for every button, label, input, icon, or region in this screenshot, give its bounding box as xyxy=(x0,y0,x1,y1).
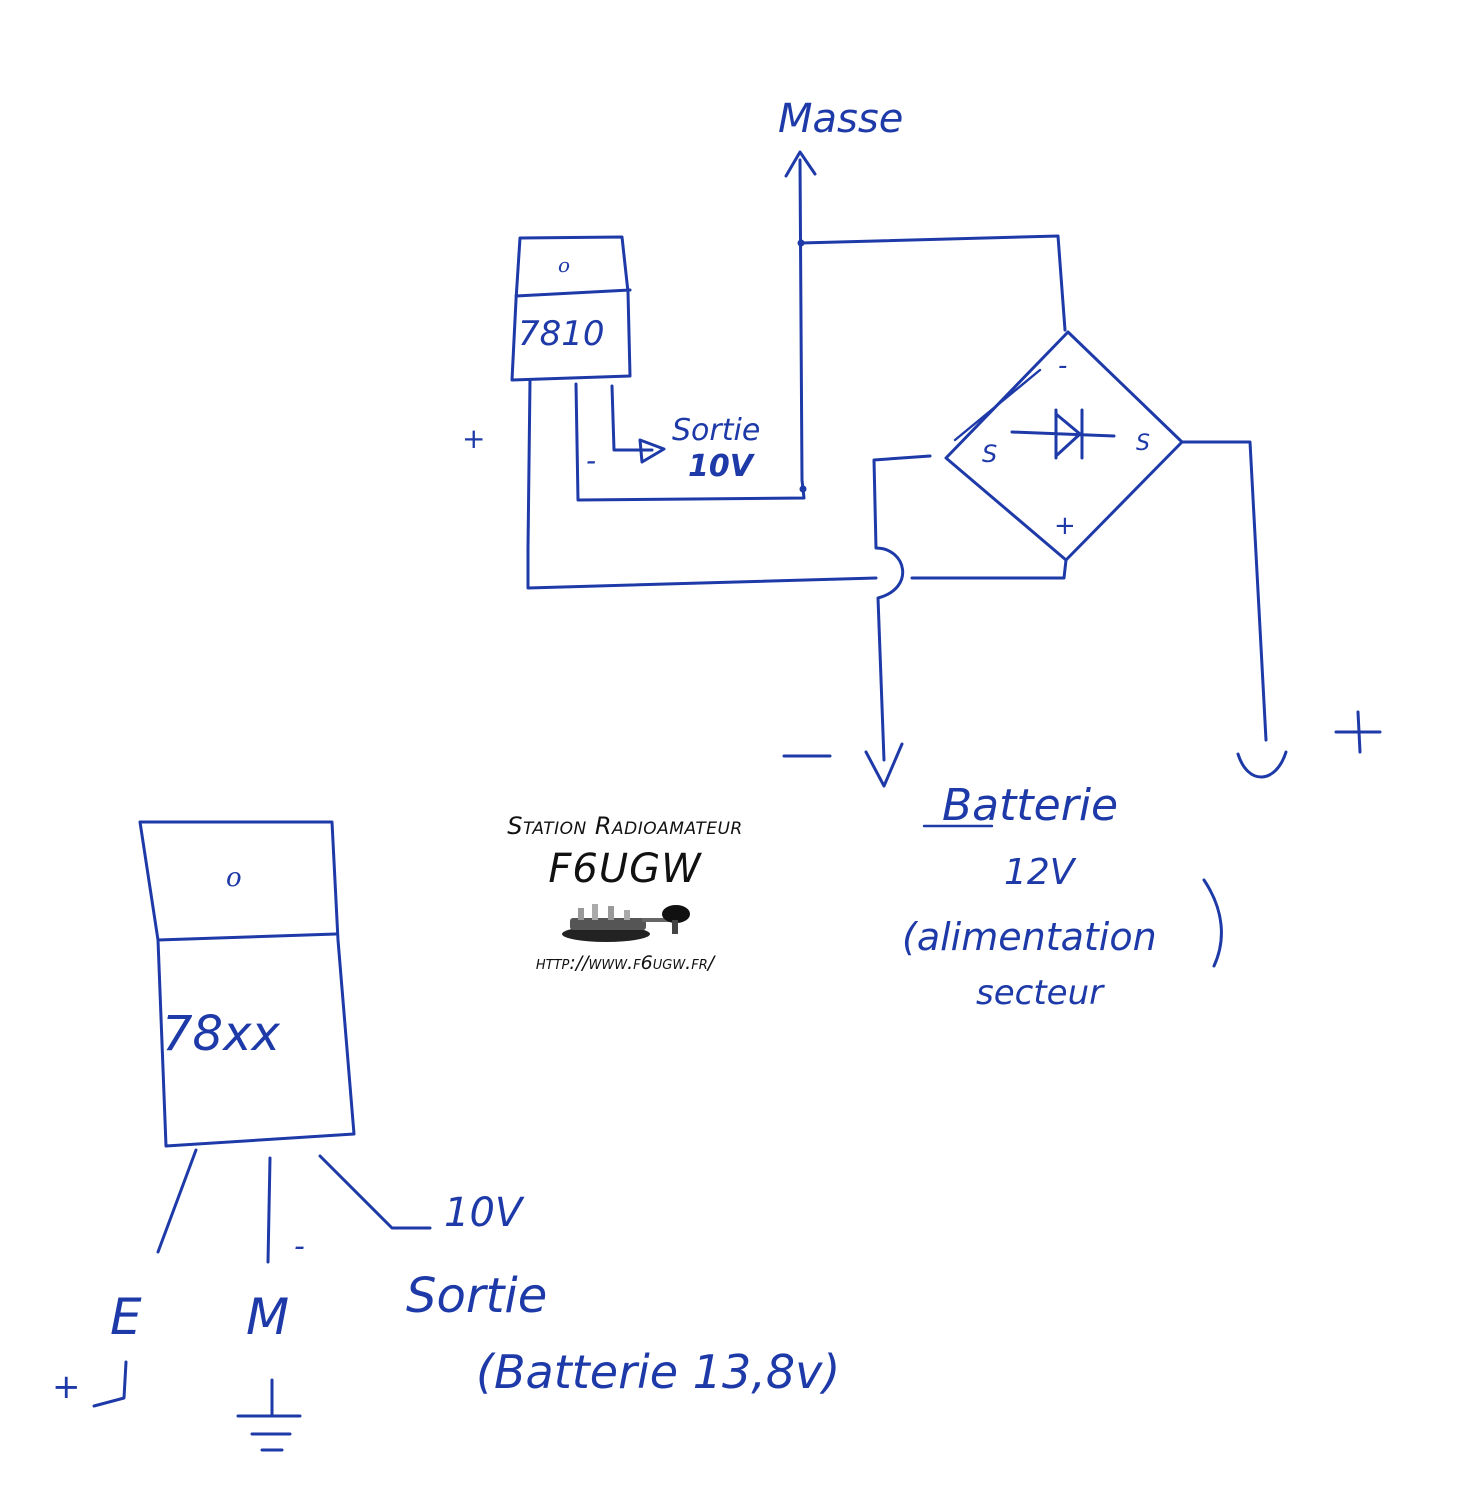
bridge-top-label: - xyxy=(1058,351,1067,381)
station-watermark: Station Radioamateur F6UGW http://www.f6… xyxy=(470,812,780,974)
battery-label-3: (alimentation xyxy=(902,915,1157,959)
pin-e-lead xyxy=(156,1148,198,1254)
battery-close-paren xyxy=(1202,878,1223,968)
battery-label-4: secteur xyxy=(976,973,1105,1013)
sortie-label-top: Sortie xyxy=(672,413,760,448)
bridge-inner-line xyxy=(953,368,1042,442)
regulator-7810-tab-mark: o xyxy=(558,253,570,277)
regulator-78xx-label: 78xx xyxy=(162,1006,280,1062)
watermark-callsign: F6UGW xyxy=(548,846,702,892)
watermark-url: http://www.f6ugw.fr/ xyxy=(535,952,715,974)
ground-symbol xyxy=(236,1378,302,1452)
morse-key-icon xyxy=(562,904,690,942)
sortie-arrow xyxy=(638,438,666,464)
wire-bridge-bottom xyxy=(910,558,1068,580)
battery-label-1: Batterie xyxy=(942,780,1118,831)
minus-pin-label-bottom: - xyxy=(294,1229,305,1264)
bridge-left-label: S xyxy=(982,440,997,468)
pin-e-label: E xyxy=(110,1288,142,1346)
regulator-7810-body xyxy=(510,235,632,382)
pin-m-label: M xyxy=(246,1288,289,1346)
regulator-78xx-body xyxy=(138,820,356,1148)
wire-bridge-top xyxy=(799,234,1067,332)
battery-label-2: 12V xyxy=(1004,852,1077,893)
plus-input-corner xyxy=(92,1360,128,1408)
junction-dot-ground xyxy=(799,485,807,493)
plus-terminal-arrow xyxy=(1236,750,1288,779)
masse-label: Masse xyxy=(778,96,903,142)
output-voltage-label: 10V xyxy=(444,1190,525,1236)
regulator-7810-label: 7810 xyxy=(518,314,605,354)
sortie-note-bottom: (Batterie 13,8v) xyxy=(476,1345,840,1399)
minus-pin-label: - xyxy=(586,444,596,477)
masse-arrow xyxy=(784,150,817,482)
wire-bridge-left xyxy=(872,454,932,762)
wire-bridge-right xyxy=(1180,440,1268,742)
pin-m-lead xyxy=(266,1156,272,1264)
plus-terminal-sign xyxy=(1334,710,1382,754)
wire-output-pin xyxy=(610,384,654,452)
pin-output-lead xyxy=(318,1154,432,1230)
regulator-78xx-tab-mark: o xyxy=(226,863,242,893)
sortie-voltage-top: 10V xyxy=(688,449,756,484)
minus-terminal-arrow xyxy=(864,742,904,788)
diode-symbol xyxy=(1010,408,1116,460)
sortie-label-bottom: Sortie xyxy=(406,1268,547,1324)
wire-input-plus xyxy=(526,378,878,590)
plus-input-label: + xyxy=(462,422,485,455)
plus-label-bottom: + xyxy=(52,1367,81,1407)
bridge-bottom-label: + xyxy=(1054,511,1076,541)
bridge-right-label: S xyxy=(1136,431,1150,456)
watermark-title: Station Radioamateur xyxy=(507,812,743,840)
